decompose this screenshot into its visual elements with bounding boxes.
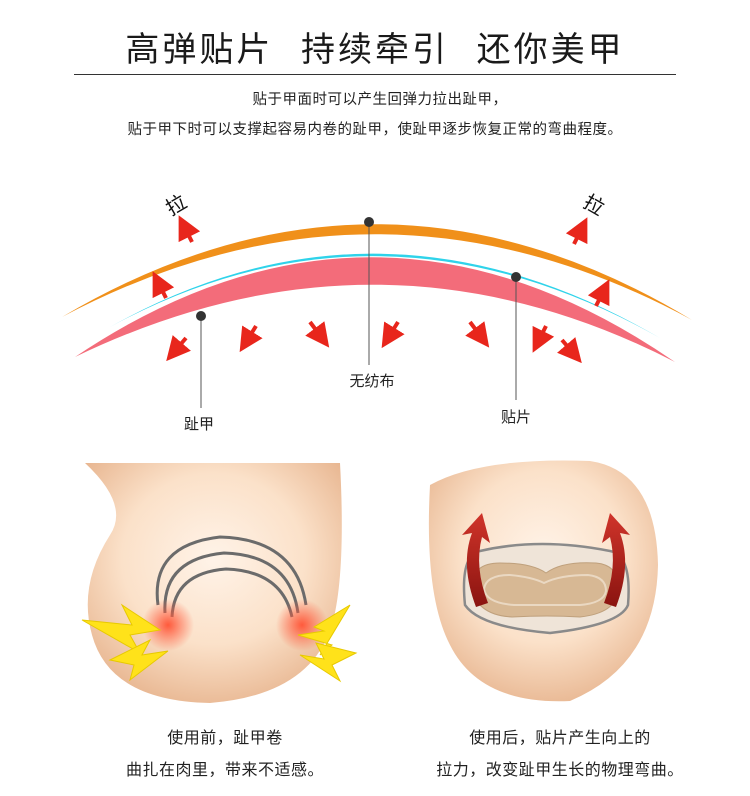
- description-line-1: 贴于甲面时可以产生回弹力拉出趾甲，: [252, 92, 508, 108]
- page-title: 高弹贴片 持续牵引 还你美甲: [125, 30, 625, 70]
- label-nonwoven: 无纺布: [349, 372, 394, 390]
- label-patch: 贴片: [501, 408, 531, 426]
- title-underline: [74, 74, 676, 75]
- toenail-layer: [75, 257, 675, 362]
- patch-inner-line: [482, 573, 608, 606]
- toe-shape: [85, 463, 342, 703]
- after-use-caption: 使用后，贴片产生向上的 拉力，改变趾甲生长的物理弯曲。: [400, 722, 720, 786]
- pull-arrow-right-icon: [602, 513, 630, 607]
- patch-layer: [62, 224, 692, 320]
- description-line-2: 贴于甲下时可以支撑起容易内卷的趾甲，使趾甲逐步恢复正常的弯曲程度。: [127, 122, 623, 138]
- pull-arrow-left-icon: [462, 513, 490, 607]
- callout-nonwoven: 无纺布: [349, 217, 395, 390]
- pull-label-right: 拉: [579, 190, 608, 221]
- cross-section-diagram: 拉 拉 无纺布 贴片 趾甲: [62, 190, 692, 433]
- before-caption-line-2: 曲扎在肉里，带来不适感。: [125, 760, 324, 779]
- after-use-illustration: [428, 460, 658, 702]
- pull-label-left: 拉: [161, 190, 190, 221]
- support-arrows: [166, 320, 582, 364]
- before-caption-line-1: 使用前，趾甲卷: [167, 728, 283, 747]
- after-caption-line-1: 使用后，贴片产生向上的: [469, 728, 651, 747]
- pain-lightning-icon: [81, 603, 358, 683]
- callout-toenail: 趾甲: [184, 311, 214, 433]
- after-caption-line-2: 拉力，改变趾甲生长的物理弯曲。: [436, 760, 684, 779]
- before-use-caption: 使用前，趾甲卷 曲扎在肉里，带来不适感。: [80, 722, 370, 786]
- curled-nail: [155, 535, 308, 618]
- pull-arrows: [152, 215, 610, 307]
- before-use-illustration: [81, 463, 358, 703]
- pain-glow-left: [142, 599, 194, 651]
- callout-patch: 贴片: [501, 272, 531, 426]
- label-toenail: 趾甲: [184, 415, 214, 433]
